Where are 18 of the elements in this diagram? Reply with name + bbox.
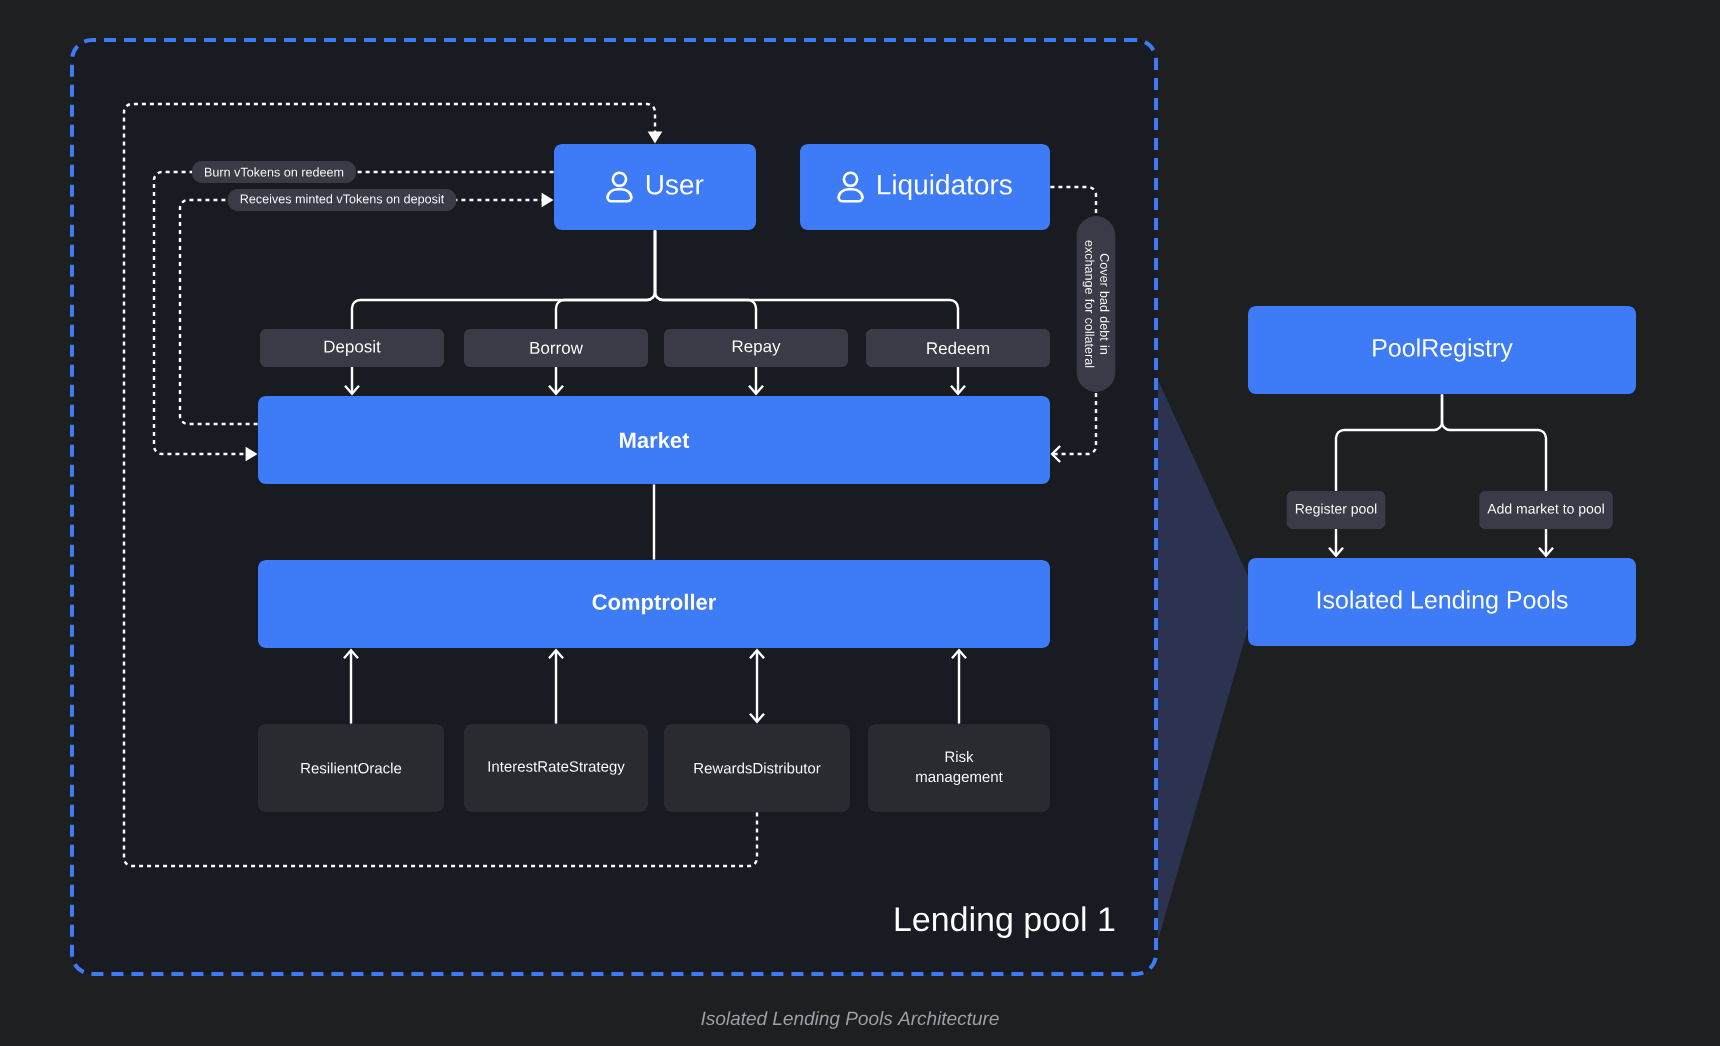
registry-box: PoolRegistry: [1248, 306, 1636, 394]
actor-box: User: [554, 144, 756, 230]
connector: [343, 648, 359, 724]
connector: [548, 648, 564, 724]
connector: [652, 484, 656, 560]
connector: [122, 102, 759, 868]
connector: [749, 648, 765, 724]
edge-label: Borrow: [464, 329, 648, 367]
edge-label: Repay: [664, 329, 848, 367]
registry-box: Isolated Lending Pools: [1248, 558, 1636, 646]
edge-label: Deposit: [260, 329, 444, 367]
contract-box: Market: [258, 396, 1050, 484]
connector: [653, 230, 966, 396]
contract-box: Comptroller: [258, 560, 1050, 648]
edge-label: Redeem: [866, 329, 1050, 367]
connector: [951, 648, 967, 724]
caption: Isolated Lending Pools Architecture: [701, 1011, 999, 1029]
actor-box: Liquidators: [800, 144, 1050, 230]
